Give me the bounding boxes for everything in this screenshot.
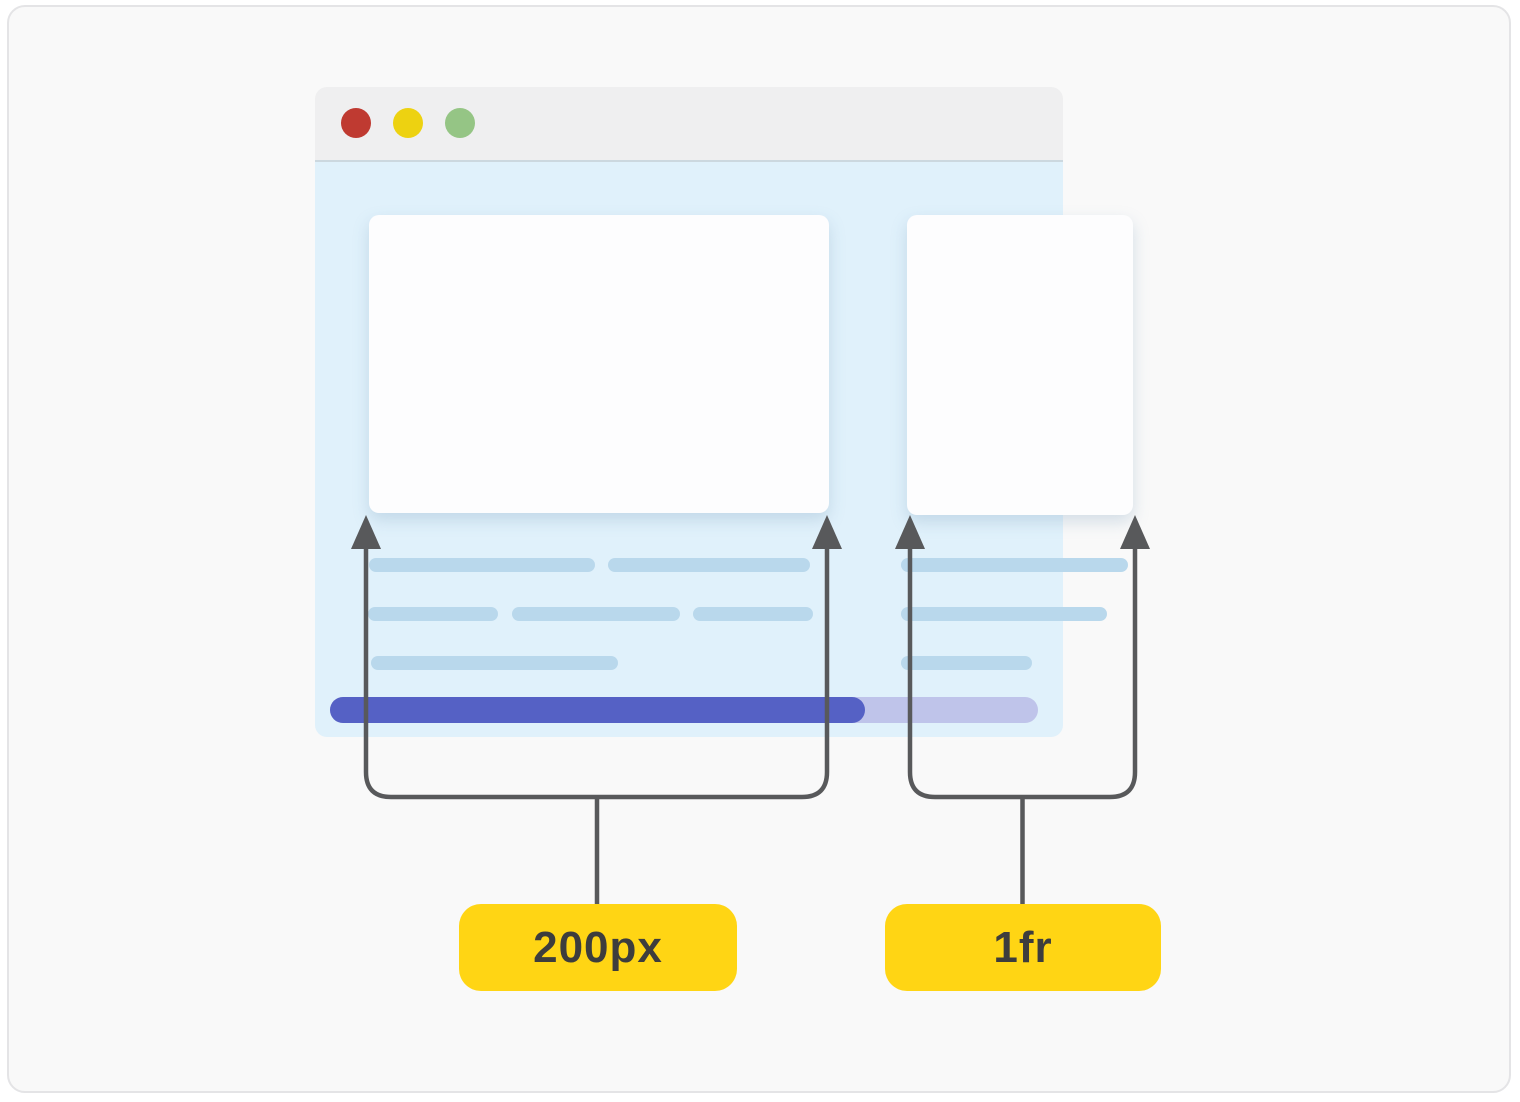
skeleton-line xyxy=(901,607,1107,621)
progress-fill xyxy=(330,697,865,723)
dimension-label-200px: 200px xyxy=(459,904,737,991)
traffic-light-maximize-icon xyxy=(445,108,475,138)
grid-column-card-left xyxy=(369,215,829,513)
grid-column-card-right xyxy=(907,215,1133,515)
skeleton-line xyxy=(369,558,595,572)
window-titlebar xyxy=(315,87,1063,162)
browser-window xyxy=(315,87,1133,737)
traffic-light-close-icon xyxy=(341,108,371,138)
skeleton-line xyxy=(608,558,810,572)
skeleton-line xyxy=(901,656,1032,670)
skeleton-line xyxy=(512,607,680,621)
dimension-label-text: 1fr xyxy=(993,922,1053,972)
skeleton-line xyxy=(693,607,813,621)
traffic-lights xyxy=(341,108,475,138)
traffic-light-minimize-icon xyxy=(393,108,423,138)
skeleton-line xyxy=(368,607,498,621)
dimension-label-1fr: 1fr xyxy=(885,904,1161,991)
skeleton-line xyxy=(901,558,1128,572)
progress-track xyxy=(330,697,1038,723)
dimension-label-text: 200px xyxy=(533,922,663,972)
skeleton-line xyxy=(371,656,618,670)
